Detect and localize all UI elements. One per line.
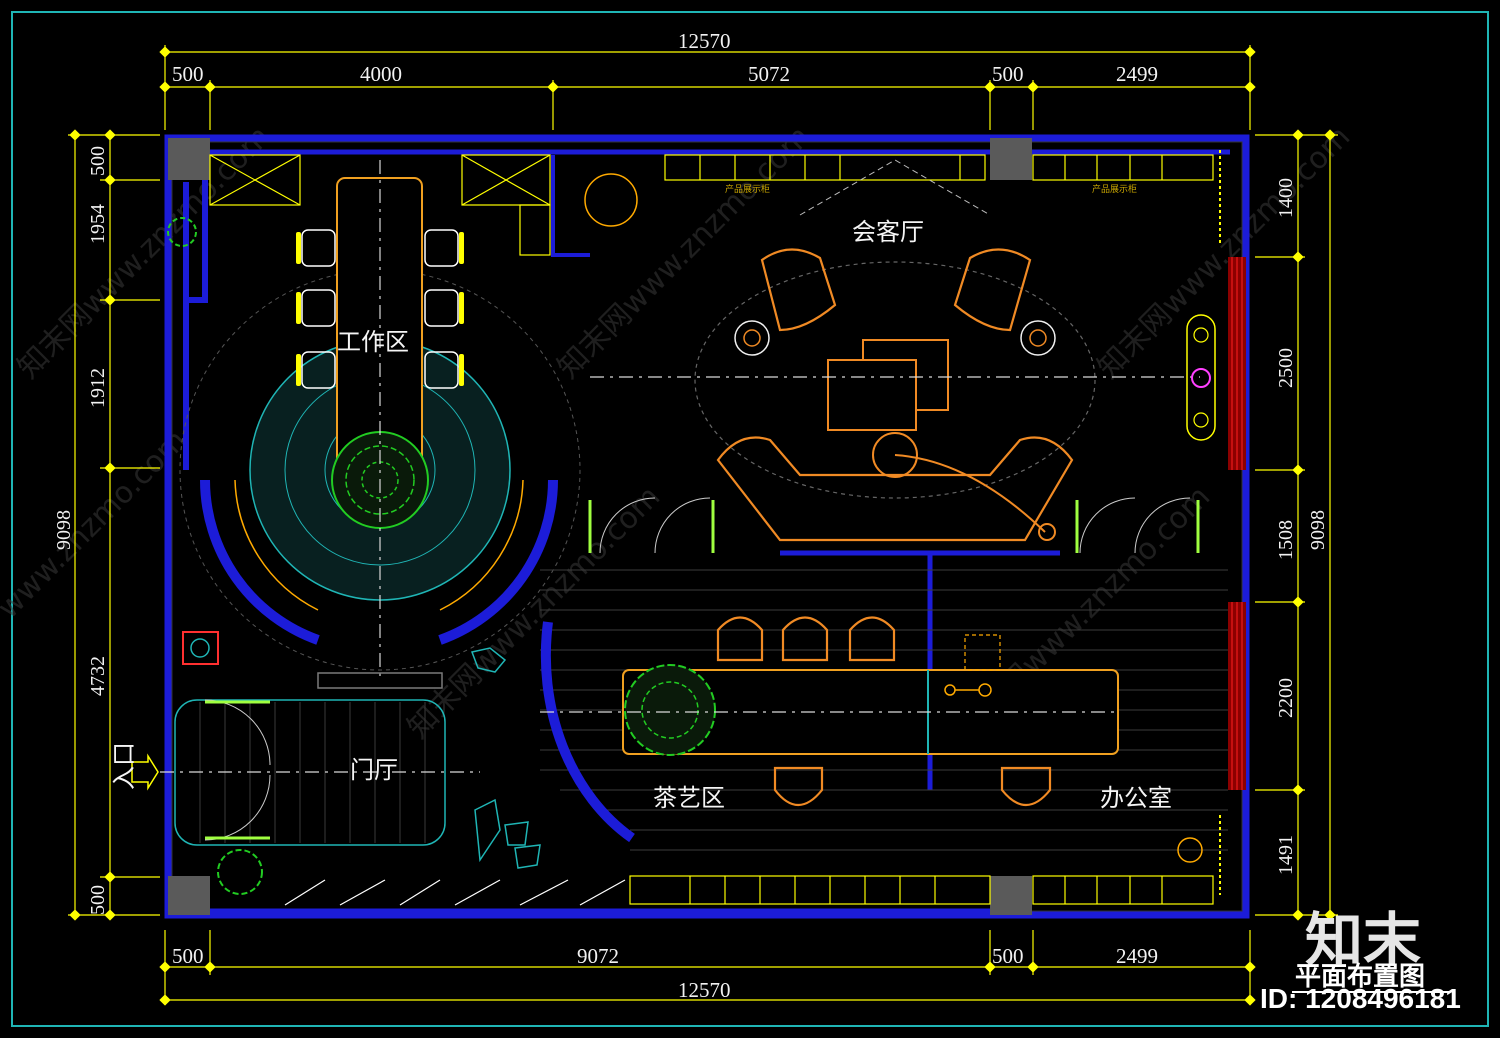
dim-top-seg: 5072 <box>748 62 790 86</box>
watermark: 知末网www.znzmo.com <box>1091 119 1357 385</box>
dim-bottom-seg: 9072 <box>577 944 619 968</box>
tea-office-area: 茶艺区 办公室 <box>540 569 1228 905</box>
dim-left-seg: 1954 <box>87 204 109 244</box>
room-label-work-area: 工作区 <box>337 328 409 356</box>
dim-left-seg: 500 <box>87 885 109 915</box>
walls <box>164 134 1250 919</box>
dim-top-seg: 2499 <box>1116 62 1158 86</box>
dim-right-seg: 1400 <box>1275 178 1297 218</box>
room-label-reception: 会客厅 <box>852 218 924 246</box>
reception-area: 产品展示柜 产品展示柜 <box>584 150 1221 554</box>
room-label-lobby: 门厅 <box>350 756 398 784</box>
dim-left-total: 9098 <box>53 510 75 550</box>
drawing-title: 平面布置图 <box>1295 962 1425 992</box>
dim-top-seg: 4000 <box>360 62 402 86</box>
title-block: 知末 平面布置图 ID: 1208496181 <box>1260 906 1461 1014</box>
watermark: 知末网www.znzmo.com <box>11 119 277 385</box>
dim-left-seg: 1912 <box>87 368 109 408</box>
entrance-label: 入口 <box>110 742 138 790</box>
dim-right-seg: 2200 <box>1275 678 1297 718</box>
drawing-frame <box>11 11 1489 1027</box>
id-label: ID: 1208496181 <box>1260 983 1461 1014</box>
dim-top-total: 12570 <box>678 29 731 53</box>
showcase-label: 产品展示柜 <box>725 183 770 195</box>
logo-text: 知末 <box>1305 906 1421 974</box>
lobby-area: 入口 门厅 <box>110 631 626 906</box>
dim-right-seg: 2500 <box>1275 348 1297 388</box>
work-area: 工作区 <box>167 154 581 680</box>
dim-right-total: 9098 <box>1307 510 1329 550</box>
dim-right-seg: 1508 <box>1275 520 1297 560</box>
room-label-office: 办公室 <box>1100 784 1172 812</box>
room-label-tea-area: 茶艺区 <box>653 784 725 812</box>
dim-bottom-seg: 2499 <box>1116 944 1158 968</box>
dimension-labels: 12570 500 4000 5072 500 2499 500 9072 50… <box>53 29 1329 1002</box>
dim-right-seg: 1491 <box>1275 835 1297 875</box>
dim-bottom-total: 12570 <box>678 978 731 1002</box>
showcase-label: 产品展示柜 <box>1092 183 1137 195</box>
dim-bottom-seg: 500 <box>172 944 204 968</box>
dim-top-seg: 500 <box>172 62 204 86</box>
dim-left-seg: 4732 <box>87 656 109 696</box>
dim-bottom-seg: 500 <box>992 944 1024 968</box>
entrance-arrow-icon <box>131 753 159 791</box>
dim-top-seg: 500 <box>992 62 1024 86</box>
dim-left-seg: 500 <box>87 146 109 176</box>
